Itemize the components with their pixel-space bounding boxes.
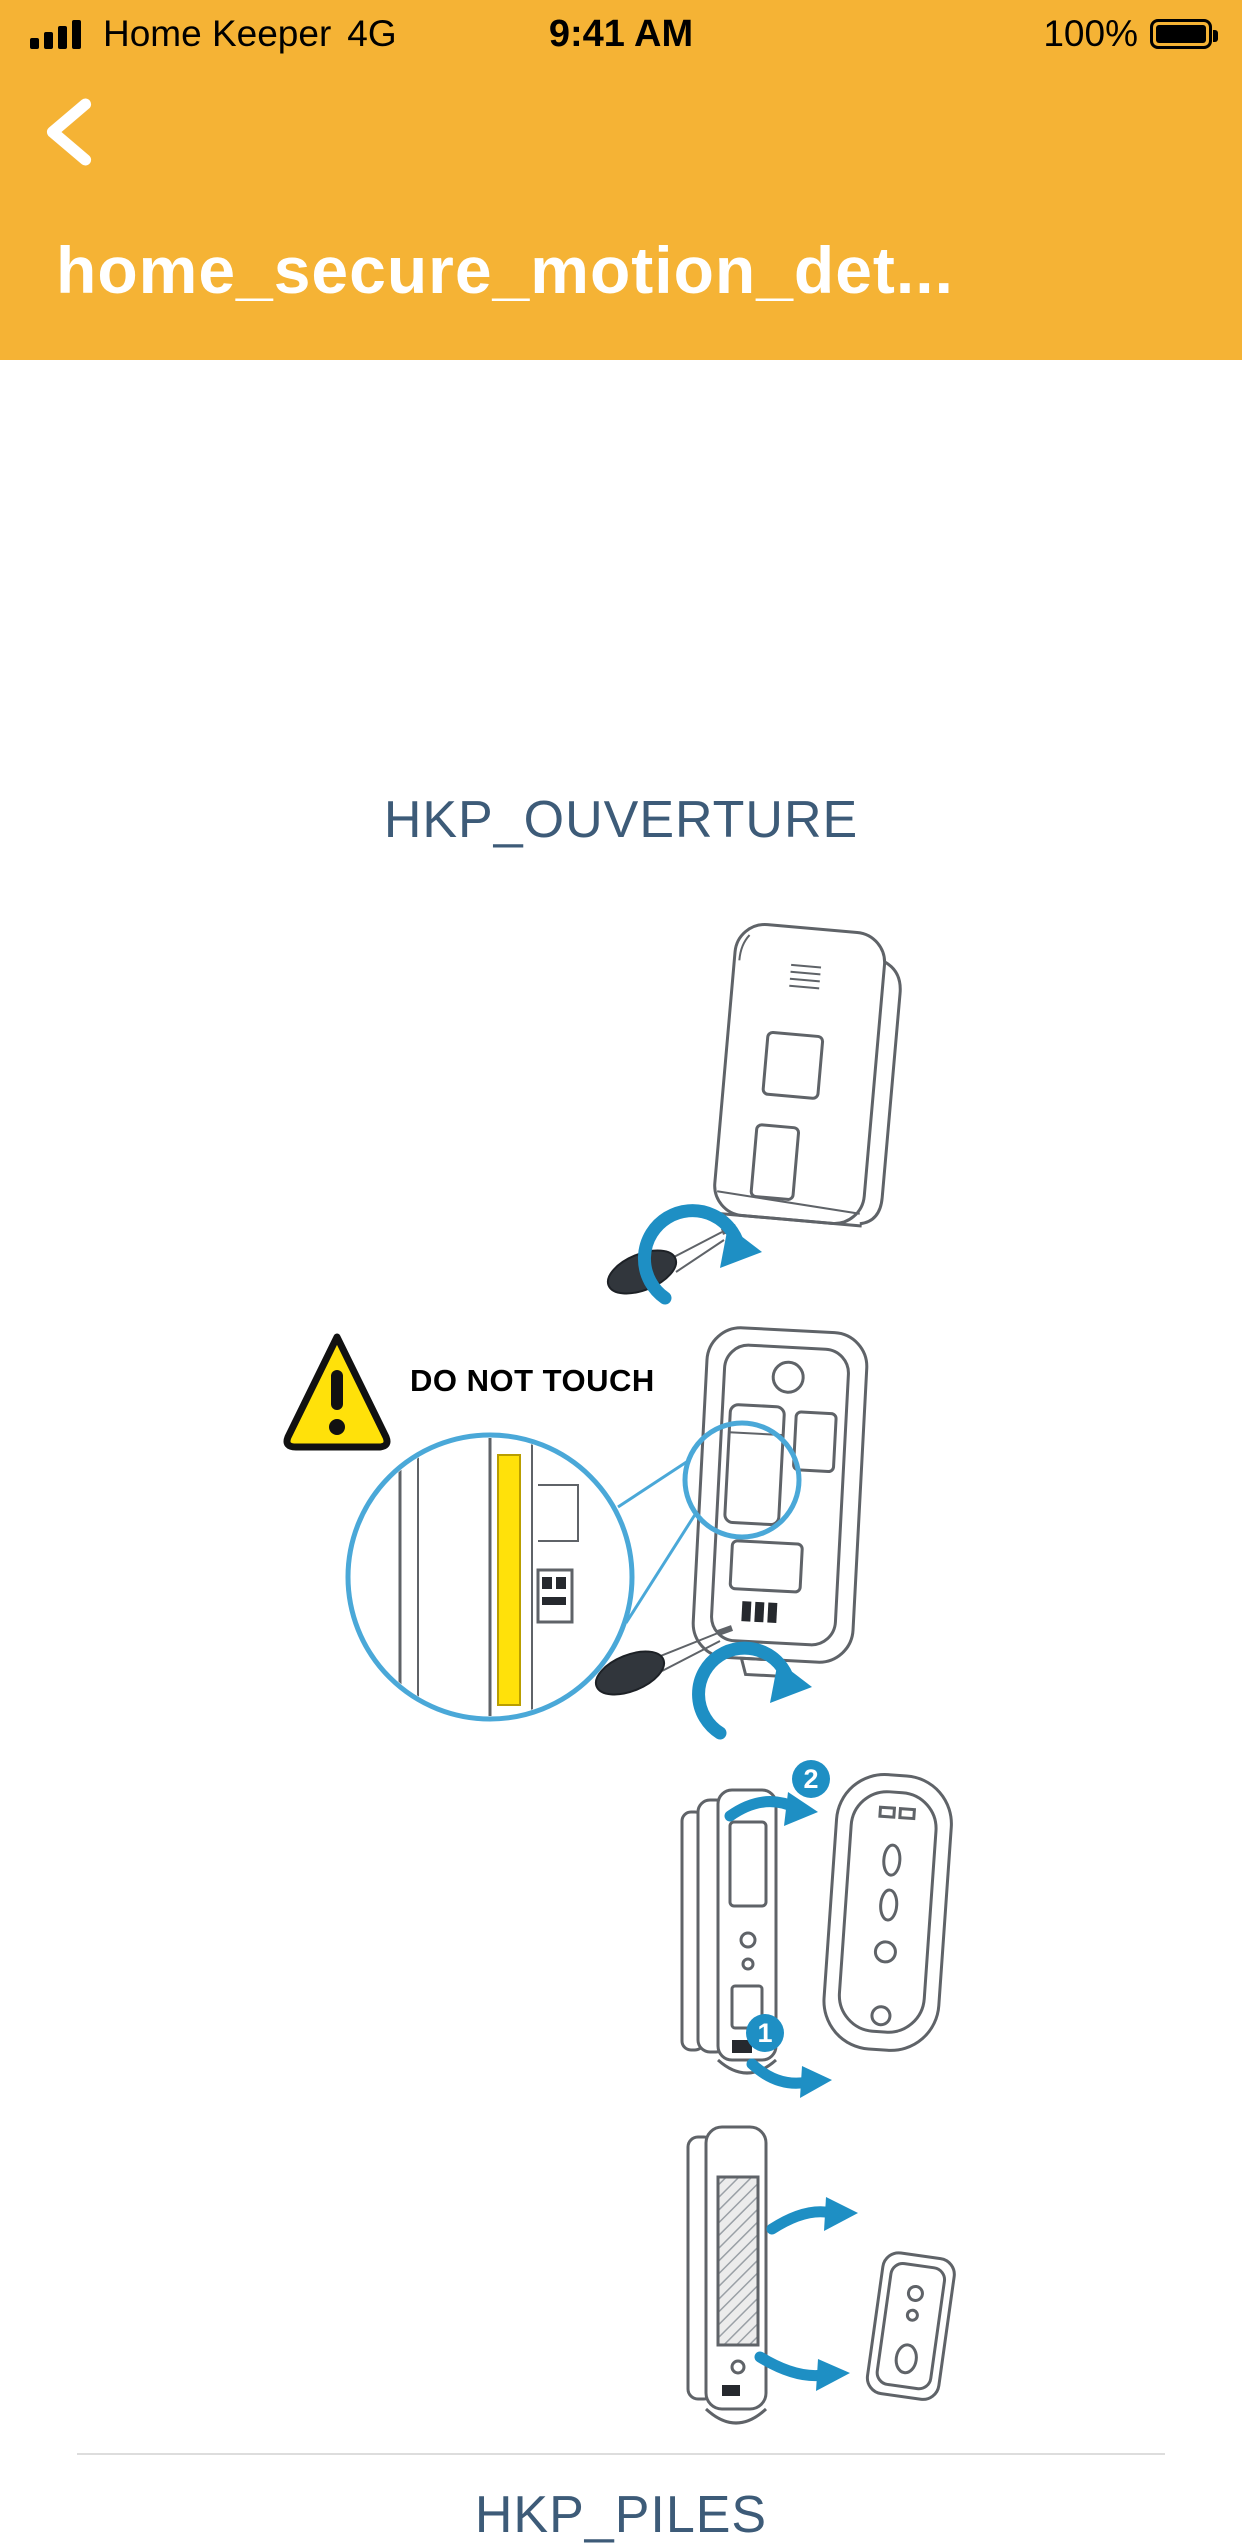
status-bar: Home Keeper 4G 9:41 AM 100% <box>0 0 1242 62</box>
carrier-label: Home Keeper <box>103 13 332 54</box>
arrow-step2-icon <box>724 1792 818 1826</box>
battery-percent: 100% <box>1043 13 1138 54</box>
illustration-open-device <box>560 900 960 1360</box>
status-left: Home Keeper 4G <box>30 13 397 55</box>
app-header: Home Keeper 4G 9:41 AM 100% home_secure_… <box>0 0 1242 360</box>
step-badge-2: 2 <box>792 1760 830 1798</box>
do-not-touch-label: DO NOT TOUCH <box>410 1363 655 1398</box>
battery-panel-graphic <box>865 2251 956 2401</box>
status-right: 100% <box>1043 13 1218 55</box>
device-closed-graphic <box>606 923 902 1305</box>
module-and-cover-graphic <box>680 1773 953 2098</box>
screwdriver-graphic <box>594 1625 734 1696</box>
battery-full-icon <box>1150 19 1218 49</box>
section-title-piles: HKP_PILES <box>474 2486 768 2544</box>
arrow-out-bottom-icon <box>754 2351 850 2391</box>
document-title: home_secure_motion_det... <box>56 233 954 307</box>
inner-module-graphic <box>680 1788 778 2075</box>
magnifier-circle-graphic <box>345 1432 635 1722</box>
back-cover-graphic <box>822 1773 953 2052</box>
chevron-left-icon <box>46 98 92 166</box>
battery-removal-graphic <box>686 2125 956 2425</box>
cellular-signal-icon <box>30 19 81 49</box>
rotate-arrow-icon <box>692 1641 812 1740</box>
illustration-remove-cover: 2 1 <box>660 1750 990 2120</box>
section-title-ouverture: HKP_OUVERTURE <box>383 791 859 849</box>
arrow-step1-icon <box>746 2058 832 2098</box>
callout-circle-graphic <box>682 1420 802 1540</box>
illustration-do-not-touch: DO NOT TOUCH <box>280 1315 970 1755</box>
device-open-graphic <box>283 1326 869 1740</box>
rotate-arrow-icon <box>637 1204 762 1305</box>
warning-triangle-icon <box>283 1333 391 1451</box>
arrow-out-top-icon <box>766 2197 858 2235</box>
module-with-battery-graphic <box>686 2125 768 2425</box>
network-label: 4G <box>347 13 397 54</box>
section-divider <box>77 2453 1165 2455</box>
clock: 9:41 AM <box>548 12 694 55</box>
screwdriver-graphic <box>606 1224 738 1295</box>
document-viewer[interactable]: HKP_OUVERTURE <box>0 360 1242 2544</box>
illustration-remove-battery <box>660 2115 1010 2445</box>
step-badge-1: 1 <box>746 2014 784 2052</box>
back-button[interactable] <box>34 96 104 168</box>
